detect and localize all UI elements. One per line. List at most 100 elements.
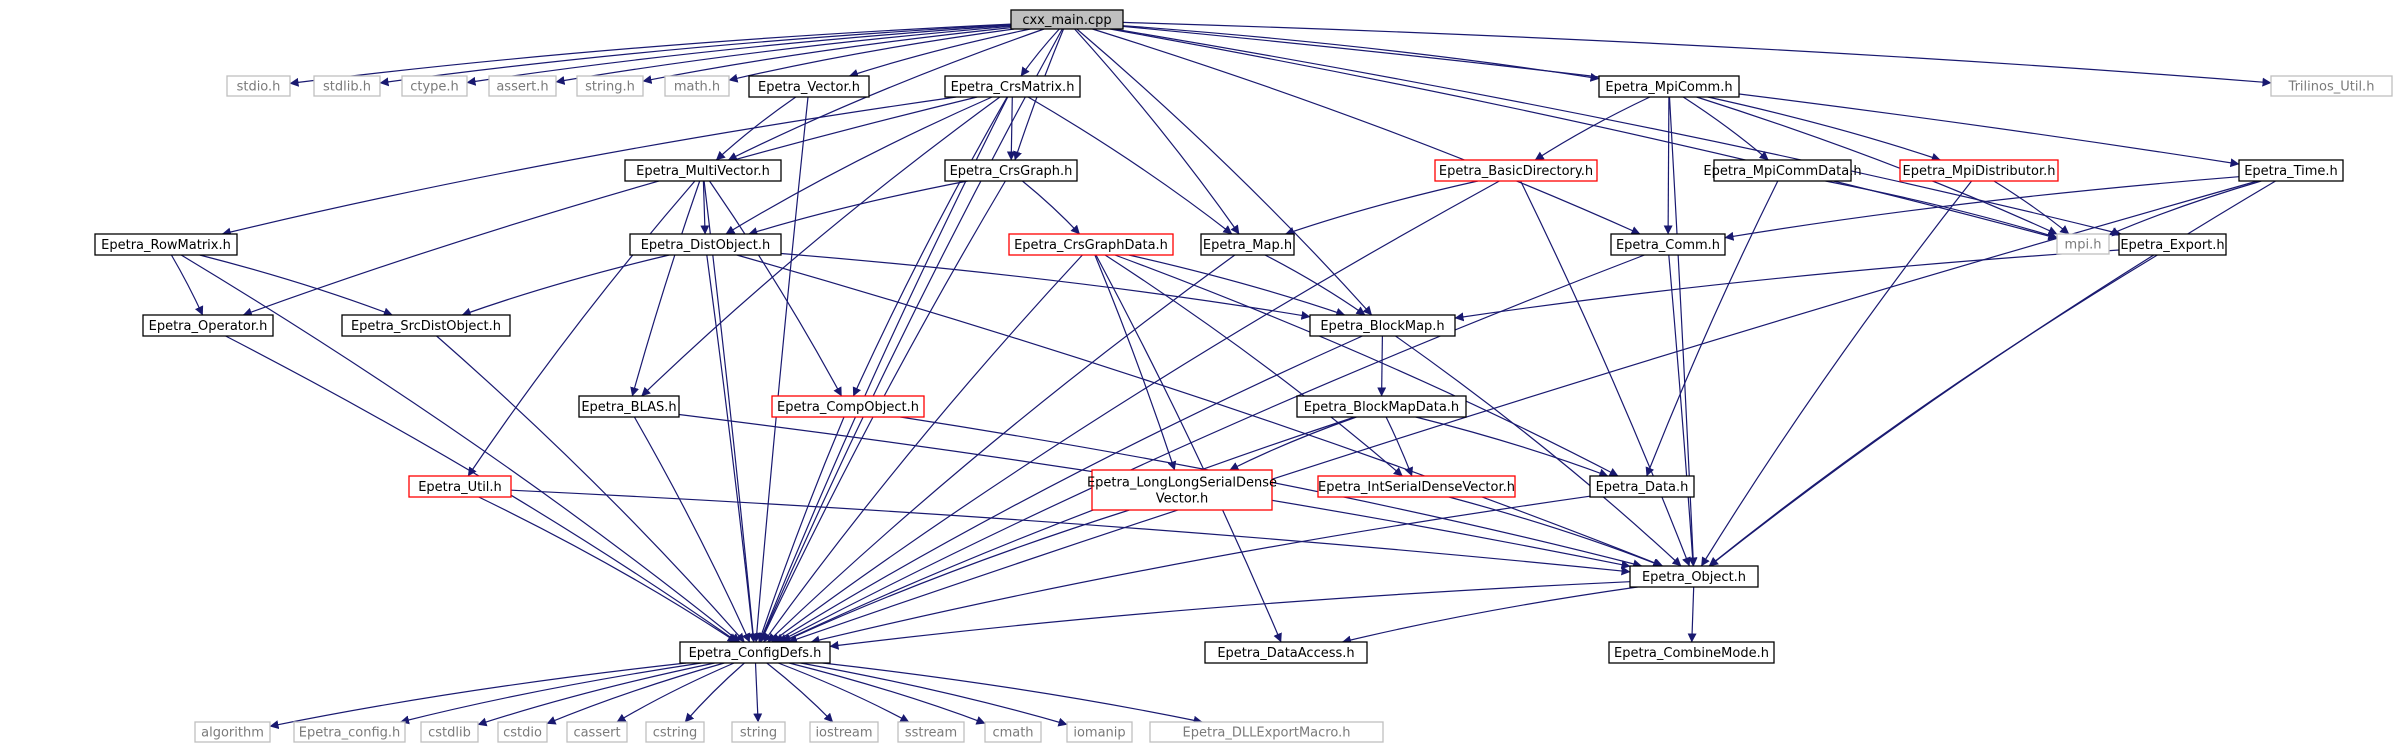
node-data[interactable]: Epetra_Data.h (1589, 475, 1695, 498)
node-stdlib: stdlib.h (313, 75, 381, 97)
node-box-ctype (401, 75, 468, 97)
node-label-map: Epetra_Map.h (1203, 238, 1292, 253)
node-box-iostream (809, 721, 879, 743)
edge-data-to-configdefs (810, 495, 1591, 645)
edge-cxx_main-to-map (1074, 28, 1240, 235)
node-label-export: Epetra_Export.h (2120, 238, 2224, 253)
node-crsmatrix[interactable]: Epetra_CrsMatrix.h (944, 75, 1081, 98)
node-box-cstdio (497, 721, 548, 743)
node-box-comm (1610, 233, 1726, 256)
node-object[interactable]: Epetra_Object.h (1629, 565, 1759, 588)
node-box-isdv (1317, 475, 1516, 498)
edge-mpicomm-to-mpi (1696, 96, 2058, 235)
node-operator[interactable]: Epetra_Operator.h (142, 314, 274, 337)
node-rowmatrix[interactable]: Epetra_RowMatrix.h (94, 233, 238, 256)
node-box-cstdlib (420, 721, 479, 743)
node-string: string (731, 721, 786, 743)
edge-cxx_main-to-math_h (728, 28, 1015, 83)
edge-configdefs-to-sstream (777, 662, 910, 723)
node-label-compobject: Epetra_CompObject.h (777, 400, 919, 415)
edge-configdefs-to-cassert (616, 662, 735, 723)
edge-cxx_main-to-vector (848, 28, 1031, 78)
node-label-llsdv: Vector.h (1156, 492, 1209, 507)
node-vector[interactable]: Epetra_Vector.h (748, 75, 870, 98)
node-mpidist[interactable]: Epetra_MpiDistributor.h (1899, 159, 2059, 182)
node-comm[interactable]: Epetra_Comm.h (1610, 233, 1726, 256)
edge-cxx_main-to-string_h (642, 27, 1012, 84)
node-label-trilinos_util: Trilinos_Util.h (2288, 80, 2375, 95)
node-label-configdefs: Epetra_ConfigDefs.h (689, 646, 822, 661)
edge-map-to-blockmap (1264, 254, 1366, 316)
node-box-crsgraphdata (1008, 233, 1174, 256)
node-box-mpidist (1899, 159, 2059, 182)
edge-crsgraphdata-to-configdefs (763, 254, 1083, 643)
node-label-cstring: cstring (653, 726, 697, 741)
node-box-rowmatrix (94, 233, 238, 256)
node-util[interactable]: Epetra_Util.h (408, 475, 512, 498)
edge-cxx_main-to-blockmap (1076, 28, 1373, 316)
node-box-crsmatrix (944, 75, 1081, 98)
node-algorithm: algorithm (194, 721, 271, 743)
edge-vector-to-configdefs (752, 96, 809, 643)
node-blockmapdata[interactable]: Epetra_BlockMapData.h (1296, 395, 1467, 418)
node-iostream: iostream (809, 721, 879, 743)
node-time[interactable]: Epetra_Time.h (2238, 159, 2344, 182)
node-label-blas: Epetra_BLAS.h (581, 400, 676, 415)
node-export[interactable]: Epetra_Export.h (2118, 233, 2227, 256)
edge-configdefs-to-cmath (788, 662, 986, 725)
node-configdefs[interactable]: Epetra_ConfigDefs.h (679, 641, 831, 664)
node-isdv[interactable]: Epetra_IntSerialDenseVector.h (1317, 475, 1516, 498)
node-mpicommdata[interactable]: Epetra_MpiCommData.h (1703, 159, 1862, 182)
edge-time-to-comm (1724, 176, 2240, 241)
node-map[interactable]: Epetra_Map.h (1200, 233, 1295, 256)
node-crsgraph[interactable]: Epetra_CrsGraph.h (944, 159, 1078, 182)
node-combinemode[interactable]: Epetra_CombineMode.h (1608, 641, 1775, 664)
edges-layer (170, 21, 2276, 730)
node-trilinos_util: Trilinos_Util.h (2270, 75, 2393, 97)
edge-rowmatrix-to-configdefs (180, 254, 741, 643)
edge-configdefs-to-iostream (766, 662, 834, 723)
edge-mpicomm-to-basicdir (1534, 96, 1651, 161)
node-label-crsgraphdata: Epetra_CrsGraphData.h (1014, 238, 1168, 253)
node-label-distobject: Epetra_DistObject.h (641, 238, 771, 253)
node-box-llsdv (1091, 469, 1273, 511)
node-srcdist[interactable]: Epetra_SrcDistObject.h (341, 314, 511, 337)
node-box-vector (748, 75, 870, 98)
edge-blockmapdata-to-data (1415, 416, 1609, 478)
edge-mpicomm-to-mpidist (1707, 96, 1941, 162)
edge-cxx_main-to-stdlib (379, 24, 1012, 87)
node-mpicomm[interactable]: Epetra_MpiComm.h (1598, 75, 1740, 98)
node-label-util: Epetra_Util.h (418, 480, 502, 495)
node-assert: assert.h (488, 75, 557, 97)
node-label-object: Epetra_Object.h (1642, 570, 1746, 585)
node-compobject[interactable]: Epetra_CompObject.h (771, 395, 925, 418)
node-label-crsmatrix: Epetra_CrsMatrix.h (951, 80, 1075, 95)
node-blockmap[interactable]: Epetra_BlockMap.h (1309, 314, 1456, 337)
node-distobject[interactable]: Epetra_DistObject.h (629, 233, 782, 256)
node-box-multivector (624, 159, 782, 182)
node-dataaccess[interactable]: Epetra_DataAccess.h (1204, 641, 1368, 664)
node-cassert: cassert (566, 721, 628, 743)
node-multivector[interactable]: Epetra_MultiVector.h (624, 159, 782, 182)
node-cxx_main[interactable]: cxx_main.cpp (1010, 9, 1124, 30)
node-crsgraphdata[interactable]: Epetra_CrsGraphData.h (1008, 233, 1174, 256)
node-label-multivector: Epetra_MultiVector.h (636, 164, 770, 179)
edge-configdefs-to-cstdlib (477, 662, 715, 727)
edge-comm-to-configdefs (778, 254, 1645, 643)
node-label-blockmapdata: Epetra_BlockMapData.h (1304, 400, 1459, 415)
edge-compobject-to-object (900, 416, 1643, 569)
edge-crsmatrix-to-crsgraph (1006, 96, 1016, 161)
node-box-object (1629, 565, 1759, 588)
node-basicdir[interactable]: Epetra_BasicDirectory.h (1434, 159, 1598, 182)
node-label-isdv: Epetra_IntSerialDenseVector.h (1318, 480, 1515, 495)
node-label-stdlib: stdlib.h (323, 80, 371, 95)
node-math_h: math.h (664, 75, 730, 97)
edge-multivector-to-util (467, 180, 696, 477)
node-label-math_h: math.h (674, 80, 720, 95)
edge-object-to-configdefs (829, 581, 1631, 650)
node-blas[interactable]: Epetra_BLAS.h (578, 395, 680, 418)
node-label-vector: Epetra_Vector.h (758, 80, 860, 95)
node-box-math_h (664, 75, 730, 97)
